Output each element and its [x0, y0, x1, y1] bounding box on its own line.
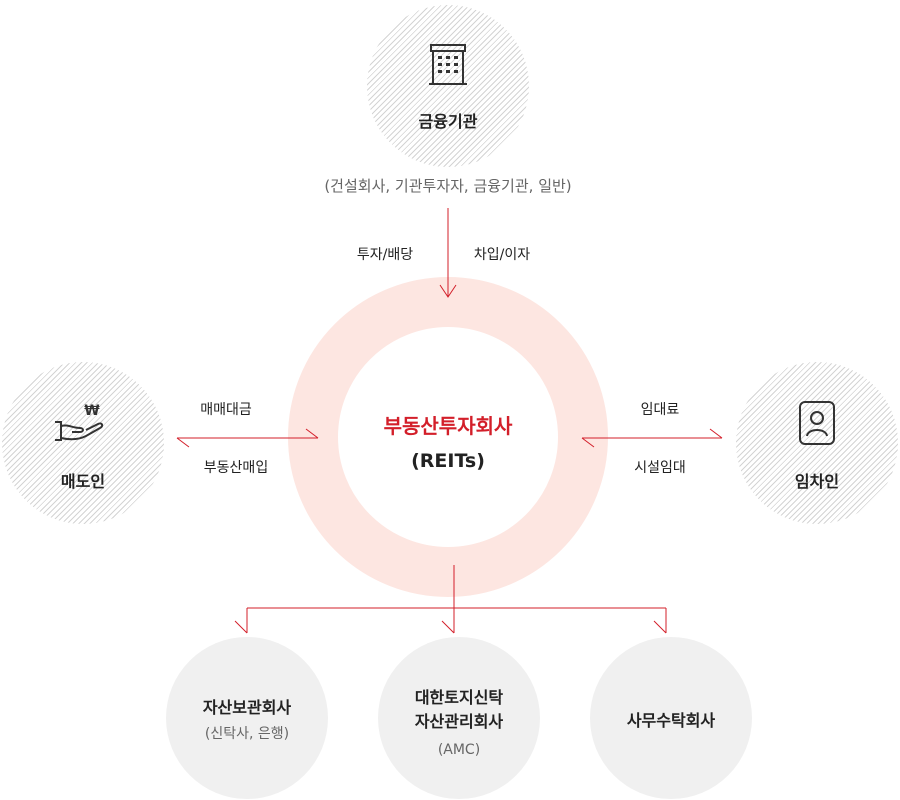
flow-label-property-purchase: 부동산매입	[203, 460, 269, 476]
bottom-node-3-title: 사무수탁회사	[626, 711, 716, 730]
left-node-circle	[2, 362, 164, 524]
center-title: 부동산투자회사	[383, 414, 513, 438]
hand-money-icon: ₩	[55, 403, 104, 441]
bottom-node-2-title: 대한토지신탁	[414, 688, 504, 707]
flow-label-purchase-price: 매매대금	[200, 402, 252, 418]
bottom-node-2-title-2: 자산관리회사	[414, 712, 504, 731]
bottom-node-1-title: 자산보관회사	[202, 698, 292, 717]
bottom-arrowhead-2	[441, 620, 455, 634]
bottom-arrowhead-1	[234, 620, 248, 634]
left-node-title: 매도인	[60, 472, 106, 491]
left-arrowhead	[305, 428, 319, 439]
bottom-node-2-sub: (AMC)	[437, 742, 481, 758]
bottom-node-circle-2	[378, 637, 540, 799]
flow-label-facility-lease: 시설임대	[634, 460, 686, 476]
right-arrowtail	[581, 437, 595, 448]
top-arrowhead	[439, 284, 457, 298]
building-icon	[429, 44, 467, 85]
svg-text:₩: ₩	[84, 403, 100, 419]
flow-label-rent: 임대료	[640, 402, 680, 418]
top-node-circle	[367, 5, 529, 167]
center-subtitle: (REITs)	[411, 450, 485, 472]
top-node-title: 금융기관	[418, 112, 478, 131]
bottom-node-1-sub: (신탁사, 은행)	[204, 726, 290, 742]
left-arrowtail	[176, 437, 190, 448]
right-arrowhead	[709, 428, 723, 439]
bottom-arrowhead-3	[653, 620, 667, 634]
flow-label-invest-dividend: 투자/배당	[356, 247, 414, 263]
flow-label-loan-interest: 차입/이자	[473, 247, 531, 263]
person-card-icon	[799, 401, 835, 445]
right-node-title: 임차인	[794, 472, 840, 491]
bottom-node-circle-1	[166, 637, 328, 799]
bottom-node-circle-3	[590, 637, 752, 799]
top-node-description: (건설회사, 기관투자자, 금융기관, 일반)	[324, 177, 572, 195]
